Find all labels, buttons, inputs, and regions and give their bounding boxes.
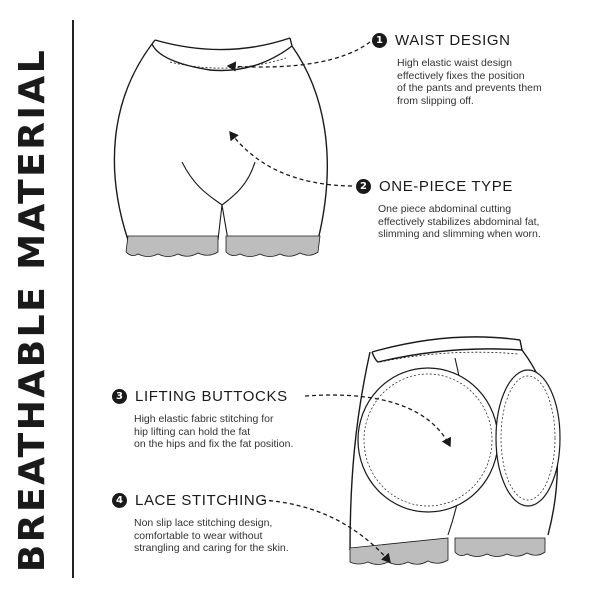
left-butt-pad-stitch <box>363 373 493 507</box>
right-butt-pad-stitch <box>500 375 556 501</box>
feature-lifting-buttocks: 3 LIFTING BUTTOCKS High elastic fabric s… <box>112 388 293 451</box>
arrow-lifting <box>304 394 452 448</box>
feature-title: LACE STITCHING <box>135 492 268 509</box>
feature-one-piece-type: 2 ONE-PIECE TYPE One piece abdominal cut… <box>356 178 541 241</box>
back-left-lace <box>349 537 449 565</box>
arrow-lace <box>261 499 391 563</box>
right-butt-pad <box>495 369 561 507</box>
feature-number-badge: 3 <box>112 389 127 404</box>
feature-waist-design: 1 WAIST DESIGN High elastic waist design… <box>372 32 542 107</box>
feature-title: ONE-PIECE TYPE <box>379 178 513 195</box>
feature-number-badge: 2 <box>356 179 371 194</box>
feature-description: Non slip lace stitching design, comforta… <box>134 517 289 554</box>
front-left-lace <box>125 235 219 257</box>
feature-number-badge: 4 <box>112 493 127 508</box>
front-right-lace <box>225 235 321 257</box>
arrow-one-piece <box>229 130 353 187</box>
left-butt-pad <box>357 367 499 513</box>
feature-description: High elastic fabric stitching for hip li… <box>134 413 294 450</box>
arrow-waist <box>226 41 371 72</box>
feature-lace-stitching: 4 LACE STITCHING Non slip lace stitching… <box>112 492 289 555</box>
back-right-lace <box>454 537 546 557</box>
feature-description: One piece abdominal cutting effectively … <box>378 203 541 240</box>
feature-number-badge: 1 <box>372 33 387 48</box>
vertical-divider <box>72 20 74 578</box>
feature-description: High elastic waist design effectively fi… <box>397 57 542 107</box>
feature-title: LIFTING BUTTOCKS <box>135 388 288 405</box>
front-view-shorts <box>113 37 328 241</box>
feature-title: WAIST DESIGN <box>395 32 511 49</box>
